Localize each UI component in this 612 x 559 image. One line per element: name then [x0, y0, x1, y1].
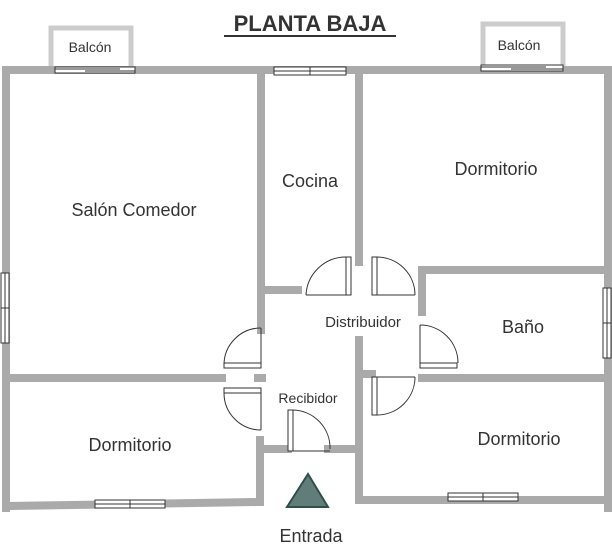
- door-dormitorio-sw: [223, 387, 262, 431]
- door-cocina: [305, 256, 352, 296]
- room-label-dormitorio-ne: Dormitorio: [454, 159, 537, 179]
- windows: [0, 64, 612, 509]
- door-salon: [223, 327, 262, 369]
- plan-title: PLANTA BAJA: [234, 11, 387, 36]
- door-dormitorio-se: [371, 376, 416, 416]
- entrance-label: Entrada: [279, 526, 343, 546]
- window-dormitorio-sw: [94, 499, 166, 509]
- balcony-left-label: Balcón: [69, 39, 112, 55]
- door-dormitorio-ne: [371, 256, 416, 296]
- window-bano-east: [602, 287, 612, 359]
- door-bano: [419, 324, 459, 369]
- window-balcony-right: [480, 64, 564, 72]
- room-label-salon: Salón Comedor: [71, 200, 196, 220]
- room-label-cocina: Cocina: [282, 171, 339, 191]
- entrance-arrow-icon: [285, 472, 330, 508]
- room-label-bano: Baño: [502, 317, 544, 337]
- balcony-left: Balcón: [48, 25, 134, 74]
- door-entrada: [287, 409, 331, 452]
- room-label-recibidor: Recibidor: [278, 390, 337, 406]
- window-cocina: [273, 66, 347, 76]
- window-balcony-left: [54, 66, 136, 74]
- room-label-dormitorio-sw: Dormitorio: [88, 435, 171, 455]
- window-salon-west: [0, 272, 10, 344]
- balcony-right: Balcón: [480, 21, 566, 72]
- room-label-distribuidor: Distribuidor: [325, 314, 401, 331]
- room-label-dormitorio-se: Dormitorio: [477, 429, 560, 449]
- balcony-right-label: Balcón: [498, 37, 541, 53]
- doors: [223, 256, 459, 452]
- window-dormitorio-se: [447, 492, 519, 502]
